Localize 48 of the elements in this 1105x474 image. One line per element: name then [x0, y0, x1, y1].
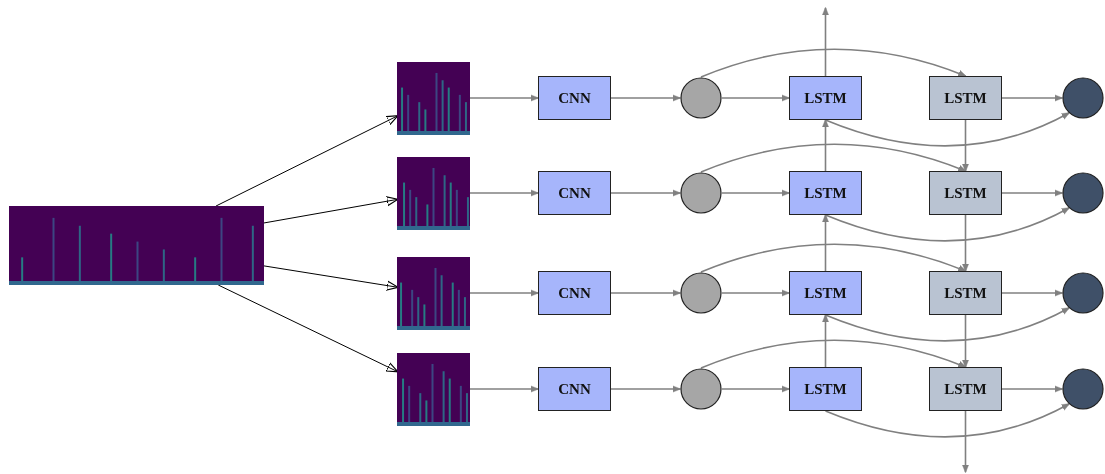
arrow — [822, 119, 829, 172]
process-box: LSTM — [929, 171, 1002, 215]
arrow — [610, 385, 681, 393]
arrow — [263, 265, 399, 291]
arrow — [721, 189, 790, 197]
arrow — [469, 189, 539, 197]
arrow — [1001, 94, 1063, 102]
process-box: LSTM — [789, 171, 862, 215]
process-box: CNN — [538, 367, 611, 411]
process-box: CNN — [538, 76, 611, 120]
arrow — [721, 289, 790, 297]
process-box: LSTM — [789, 367, 862, 411]
arrow — [824, 403, 1070, 438]
arrow — [962, 314, 969, 368]
arrow — [469, 385, 539, 393]
process-box: LSTM — [929, 76, 1002, 120]
arrow — [469, 289, 539, 297]
arrow — [822, 214, 829, 272]
arrow — [824, 307, 1070, 342]
process-box: LSTM — [929, 271, 1002, 315]
arrow — [1001, 289, 1063, 297]
process-box: LSTM — [789, 271, 862, 315]
arrow — [721, 385, 790, 393]
arrow — [700, 143, 967, 173]
arrow — [824, 112, 1070, 147]
arrow — [610, 94, 681, 102]
arrow — [610, 289, 681, 297]
process-box: LSTM — [789, 76, 862, 120]
arrow — [1001, 385, 1063, 393]
arrow — [700, 339, 967, 369]
arrow — [610, 189, 681, 197]
arrow — [263, 196, 399, 224]
arrow — [962, 214, 969, 272]
arrow — [469, 94, 539, 102]
process-box: CNN — [538, 171, 611, 215]
arrow — [721, 94, 790, 102]
arrow — [215, 115, 399, 207]
arrow — [962, 410, 969, 473]
arrow — [824, 207, 1070, 242]
process-box: LSTM — [929, 367, 1002, 411]
arrow — [822, 7, 829, 77]
process-box: CNN — [538, 271, 611, 315]
arrow — [700, 48, 967, 78]
arrow — [700, 243, 967, 273]
arrow — [962, 119, 969, 172]
arrow — [1001, 189, 1063, 197]
arrow — [822, 314, 829, 368]
arrow — [217, 284, 399, 373]
